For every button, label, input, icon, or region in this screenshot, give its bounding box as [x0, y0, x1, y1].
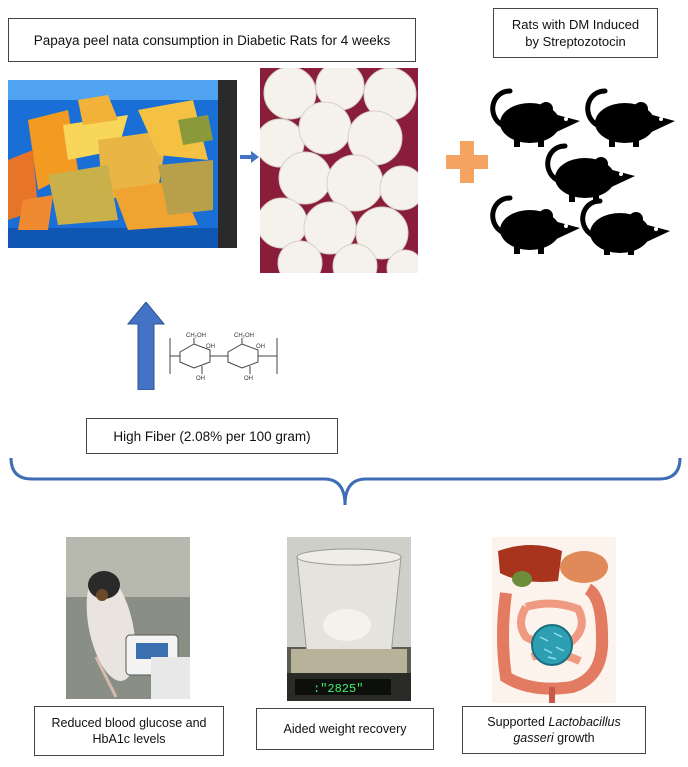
title-text: Papaya peel nata consumption in Diabetic…: [33, 32, 391, 48]
high-fiber-box: High Fiber (2.08% per 100 gram): [86, 418, 338, 454]
lacto-prefix: Supported: [487, 715, 549, 729]
rats-group: [488, 80, 678, 255]
lacto-species: Lactobacillus gasseri: [513, 715, 621, 745]
rat-icon-3: [548, 146, 635, 202]
outcome-weight-text: Aided weight recovery: [283, 722, 407, 736]
plus-icon: [446, 141, 488, 183]
lacto-suffix: growth: [553, 731, 595, 745]
structure-label-6: OH: [244, 376, 253, 382]
weight-scale-photo: :"2825": [287, 537, 411, 701]
rat-icon-5: [583, 201, 670, 255]
outcome-weight-box: Aided weight recovery: [256, 708, 434, 750]
structure-label-3: OH: [196, 376, 205, 382]
high-fiber-text: High Fiber (2.08% per 100 gram): [113, 428, 311, 444]
papaya-peel-photo: [8, 80, 237, 248]
rats-dm-line1: Rats with DM Induced: [511, 17, 640, 32]
scale-readout: :"2825": [313, 682, 363, 696]
rats-dm-box: Rats with DM Induced by Streptozotocin: [493, 8, 658, 58]
rat-icon-4: [493, 198, 580, 254]
structure-label-5: OH: [256, 344, 265, 350]
outcome-lactobacillus-text: Supported Lactobacillus gasseri growth: [469, 714, 639, 746]
structure-label-1: CH₂OH: [186, 333, 206, 339]
structure-label-4: CH₂OH: [234, 333, 254, 339]
cellulose-structure: CH₂OH OH OH CH₂OH OH OH: [169, 333, 278, 382]
rat-icon-2: [588, 91, 675, 147]
glucose-test-photo: [66, 537, 190, 699]
outcome-glucose-text: Reduced blood glucose and HbA1c levels: [51, 716, 207, 746]
intestine-illustration: [492, 537, 616, 703]
rats-dm-line2: by Streptozotocin: [525, 34, 626, 49]
rat-icon-1: [493, 91, 580, 147]
nata-discs-photo: [260, 68, 418, 273]
up-arrow: [126, 302, 166, 390]
title-box: Papaya peel nata consumption in Diabetic…: [8, 18, 416, 62]
structure-label-2: OH: [206, 344, 215, 350]
outcome-lactobacillus-box: Supported Lactobacillus gasseri growth: [462, 706, 646, 754]
curly-bracket: [9, 457, 682, 506]
small-right-arrow: [240, 151, 259, 163]
outcome-glucose-box: Reduced blood glucose and HbA1c levels: [34, 706, 224, 756]
